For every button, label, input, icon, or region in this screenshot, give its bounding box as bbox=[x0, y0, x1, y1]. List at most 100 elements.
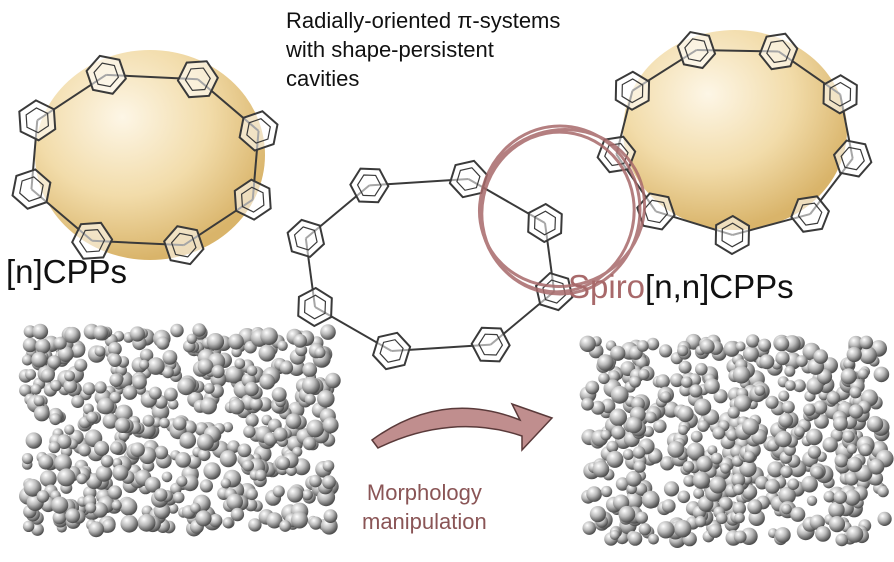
benzene-ring bbox=[832, 139, 873, 178]
atom-sphere bbox=[670, 373, 684, 388]
atom-sphere bbox=[780, 465, 793, 478]
atom-sphere bbox=[615, 477, 630, 491]
atom-sphere bbox=[220, 478, 231, 489]
atom-sphere bbox=[645, 411, 657, 424]
atom-sphere bbox=[732, 501, 746, 516]
atom-sphere bbox=[609, 530, 620, 540]
atom-sphere bbox=[801, 475, 818, 493]
atom-sphere bbox=[162, 350, 178, 365]
atom-sphere bbox=[600, 429, 612, 441]
atom-sphere bbox=[200, 397, 217, 415]
atom-sphere bbox=[681, 376, 693, 388]
atom-sphere bbox=[137, 513, 156, 532]
atom-sphere bbox=[655, 374, 670, 389]
ncpp-molecule bbox=[11, 50, 279, 266]
atom-sphere bbox=[710, 452, 723, 465]
atom-sphere bbox=[245, 413, 259, 427]
atom-sphere bbox=[713, 389, 728, 404]
atom-sphere bbox=[877, 511, 892, 526]
atom-sphere bbox=[784, 380, 796, 391]
benzene-inner bbox=[293, 226, 318, 251]
atom-sphere bbox=[775, 351, 790, 366]
atom-sphere bbox=[203, 383, 215, 394]
atom-sphere bbox=[49, 413, 62, 426]
atom-sphere bbox=[302, 436, 317, 451]
atom-sphere bbox=[22, 337, 38, 353]
benzene-ring bbox=[470, 326, 511, 363]
atom-sphere bbox=[222, 517, 234, 529]
atom-sphere bbox=[110, 441, 123, 455]
atom-sphere bbox=[579, 335, 596, 352]
atom-sphere bbox=[154, 488, 168, 502]
benzene-ring bbox=[233, 178, 272, 221]
atom-sphere bbox=[794, 426, 805, 437]
atom-sphere bbox=[266, 512, 283, 529]
benzene-ring bbox=[758, 32, 799, 71]
atom-sphere bbox=[846, 443, 858, 455]
atom-sphere bbox=[877, 485, 889, 498]
atom-sphere bbox=[641, 490, 660, 509]
atom-sphere bbox=[30, 383, 42, 395]
atom-sphere bbox=[774, 527, 791, 543]
atom-sphere bbox=[279, 361, 294, 375]
atom-sphere bbox=[258, 344, 276, 362]
atom-sphere bbox=[114, 417, 131, 433]
atom-sphere bbox=[228, 333, 244, 350]
ncpp-crystal-packing-model bbox=[18, 323, 341, 538]
atom-sphere bbox=[25, 369, 37, 380]
atom-sphere bbox=[694, 398, 712, 416]
benzene-inner bbox=[478, 333, 504, 356]
atom-sphere bbox=[833, 416, 848, 431]
atom-sphere bbox=[314, 347, 326, 359]
atom-sphere bbox=[792, 379, 806, 393]
atom-sphere bbox=[774, 336, 790, 352]
atom-sphere bbox=[115, 404, 133, 423]
atom-sphere bbox=[659, 344, 673, 358]
atom-sphere bbox=[720, 463, 731, 474]
benzene-ring bbox=[11, 168, 52, 210]
atom-sphere bbox=[322, 417, 339, 434]
atom-sphere bbox=[715, 512, 728, 525]
atom-sphere bbox=[635, 356, 648, 369]
atom-sphere bbox=[243, 425, 256, 438]
atom-sphere bbox=[219, 450, 237, 468]
heading-caption: Radially-oriented π-systems with shape-p… bbox=[286, 6, 560, 93]
atom-sphere bbox=[697, 420, 709, 432]
atom-sphere bbox=[254, 469, 267, 482]
atom-sphere bbox=[95, 465, 113, 482]
atom-sphere bbox=[139, 348, 154, 362]
atom-sphere bbox=[695, 362, 708, 376]
atom-sphere bbox=[682, 460, 695, 473]
atom-sphere bbox=[727, 406, 740, 419]
atom-sphere bbox=[606, 440, 619, 453]
benzene-inner bbox=[721, 222, 744, 248]
atom-sphere bbox=[35, 338, 51, 354]
atom-sphere bbox=[826, 391, 841, 405]
atom-sphere bbox=[849, 386, 862, 399]
atom-sphere bbox=[154, 445, 169, 460]
benzene-inner bbox=[533, 210, 557, 236]
atom-sphere bbox=[868, 458, 885, 475]
atom-sphere bbox=[635, 511, 649, 524]
atom-sphere bbox=[33, 405, 50, 422]
atom-sphere bbox=[276, 456, 291, 470]
atom-sphere bbox=[653, 419, 667, 433]
atom-sphere bbox=[847, 456, 863, 473]
atom-sphere bbox=[591, 400, 605, 415]
atom-sphere bbox=[53, 336, 67, 350]
atom-sphere bbox=[175, 452, 192, 468]
atom-sphere bbox=[625, 492, 643, 510]
atom-sphere bbox=[52, 510, 67, 525]
heading-line-3: cavities bbox=[286, 66, 360, 91]
atom-sphere bbox=[249, 397, 263, 411]
atom-sphere bbox=[234, 358, 246, 369]
atom-sphere bbox=[813, 349, 828, 364]
atom-sphere bbox=[784, 365, 796, 377]
atom-sphere bbox=[82, 382, 96, 396]
benzene-ring bbox=[371, 331, 412, 371]
atom-sphere bbox=[322, 475, 336, 489]
heading-line-2: with shape-persistent bbox=[286, 37, 494, 62]
atom-sphere bbox=[795, 355, 808, 367]
atom-sphere bbox=[842, 430, 855, 443]
atom-sphere bbox=[74, 358, 88, 372]
